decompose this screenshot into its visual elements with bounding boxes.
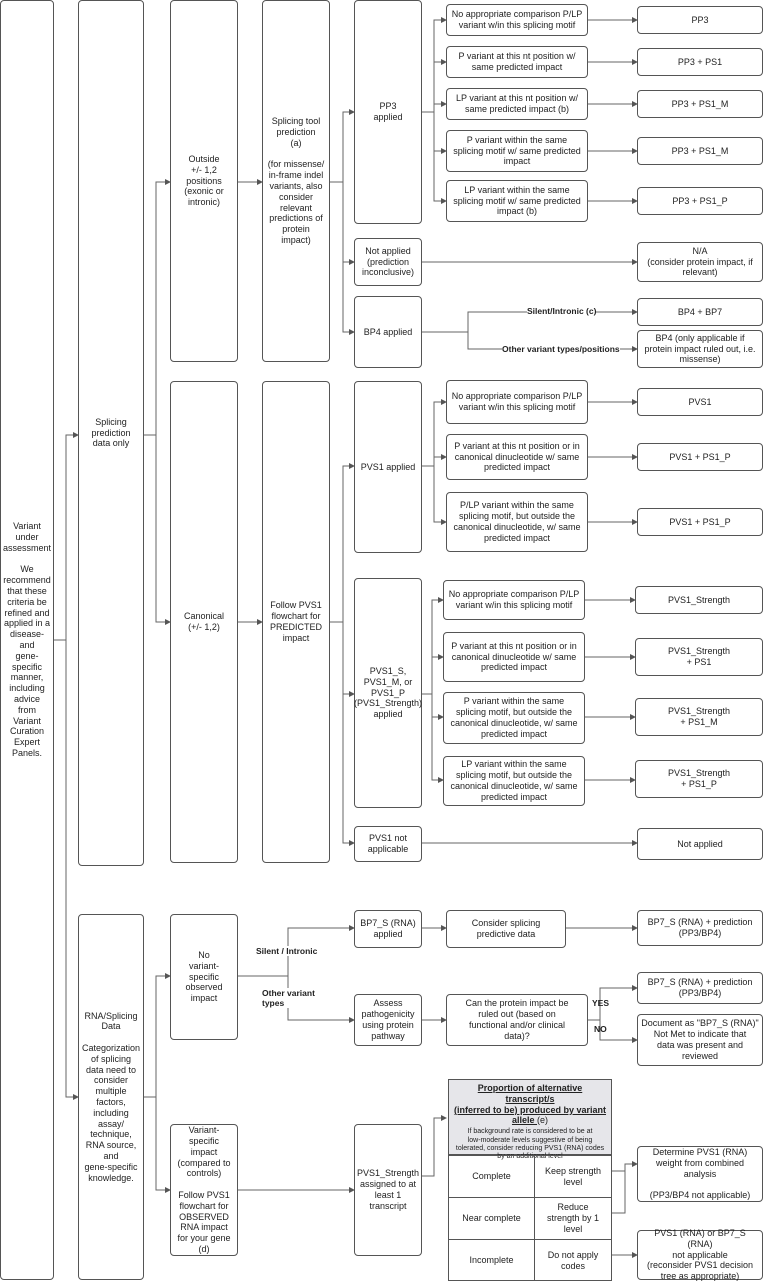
- condition-pp3-no-comparison: No appropriate comparison P/LP variant w…: [446, 4, 588, 36]
- table-cell-action: Do not apply codes: [547, 1249, 599, 1271]
- condition-pp3-p-variant-position: P variant at this nt position w/ same pr…: [446, 46, 588, 78]
- proportion-title-text: Proportion of alternative transcript/s (…: [453, 1083, 607, 1126]
- condition-pvs1-p-variant-position: P variant at this nt position or in cano…: [446, 434, 588, 480]
- condition-pp3-lp-variant-position: LP variant at this nt position w/ same p…: [446, 88, 588, 120]
- label-yes: YES: [592, 998, 610, 1008]
- variant-specific-box: Variant-specific impact (compared to con…: [170, 1124, 238, 1256]
- label-other-variant-types: Other variant types: [262, 988, 315, 1009]
- label-other-variant-types-positions: Other variant types/positions: [502, 344, 620, 355]
- outcome-pp3: PP3: [637, 6, 763, 34]
- table-row: Near complete Reduce strength by 1 level: [449, 1197, 611, 1239]
- outcome-bp7-prediction-yes: BP7_S (RNA) + prediction (PP3/BP4): [637, 972, 763, 1004]
- splicing-prediction-box: Splicing prediction data only: [78, 0, 144, 866]
- pvs1-assigned-box: PVS1_Strength assigned to at least 1 tra…: [354, 1124, 422, 1256]
- outcome-determine-pvs1-rna: Determine PVS1 (RNA) weight from combine…: [637, 1146, 763, 1202]
- pvs1-not-box: PVS1 not applicable: [354, 826, 422, 862]
- assess-pathogenicity-box: Assess pathogenicity using protein pathw…: [354, 994, 422, 1046]
- proportion-note: If background rate is considered to be a…: [455, 1128, 605, 1161]
- label-silent-intronic: Silent / Intronic: [256, 946, 318, 957]
- outcome-pvs1-strength-ps1: PVS1_Strength + PS1: [635, 638, 763, 676]
- outcome-pp3-ps1-p: PP3 + PS1_P: [637, 187, 763, 215]
- condition-strength-p-variant-motif: P variant within the same splicing motif…: [443, 692, 585, 744]
- outcome-pvs1-ps1-p: PVS1 + PS1_P: [637, 443, 763, 471]
- table-cell-level: Near complete: [449, 1198, 535, 1239]
- not-applied-box: Not applied (prediction inconclusive): [354, 238, 422, 286]
- bp4-applied-box: BP4 applied: [354, 296, 422, 368]
- outcome-pvs1: PVS1: [637, 388, 763, 416]
- bp7-rna-applied-box: BP7_S (RNA) applied: [354, 910, 422, 948]
- outcome-na: N/A (consider protein impact, if relevan…: [637, 242, 763, 282]
- follow-pvs1-box: Follow PVS1 flowchart for PREDICTED impa…: [262, 381, 330, 863]
- table-cell-action: Reduce strength by 1 level: [546, 1202, 600, 1234]
- canonical-positions-box: Canonical (+/- 1,2): [170, 381, 238, 863]
- outcome-pp3-ps1-m: PP3 + PS1_M: [637, 90, 763, 118]
- condition-pvs1-plp-variant-motif: P/LP variant within the same splicing mo…: [446, 492, 588, 552]
- outcome-bp4-bp7: BP4 + BP7: [637, 298, 763, 326]
- condition-strength-lp-variant-motif: LP variant within the same splicing moti…: [443, 756, 585, 806]
- outcome-bp7-prediction: BP7_S (RNA) + prediction (PP3/BP4): [637, 910, 763, 946]
- consider-splicing-box: Consider splicing predictive data: [446, 910, 566, 948]
- table-cell-action: Keep strength level: [544, 1165, 602, 1187]
- outcome-not-applied: Not applied: [637, 828, 763, 860]
- outcome-pvs1-strength: PVS1_Strength: [635, 586, 763, 614]
- pvs1-applied-box: PVS1 applied: [354, 381, 422, 553]
- protein-ruled-out-question: Can the protein impact be ruled out (bas…: [446, 994, 588, 1046]
- condition-strength-p-variant-position: P variant at this nt position or in cano…: [443, 632, 585, 682]
- outcome-pvs1-ps1-p-2: PVS1 + PS1_P: [637, 508, 763, 536]
- splicing-tool-box: Splicing tool prediction (a) (for missen…: [262, 0, 330, 362]
- condition-pvs1-no-comparison: No appropriate comparison P/LP variant w…: [446, 380, 588, 424]
- outcome-pvs1-strength-ps1-m: PVS1_Strength + PS1_M: [635, 698, 763, 736]
- table-cell-level: Incomplete: [449, 1240, 535, 1281]
- outcome-document-not-met: Document as "BP7_S (RNA)" Not Met to ind…: [637, 1014, 763, 1066]
- table-row: Complete Keep strength level: [449, 1155, 611, 1197]
- table-row: Incomplete Do not apply codes: [449, 1239, 611, 1281]
- proportion-title: Proportion of alternative transcript/s (…: [453, 1083, 607, 1126]
- outcome-pp3-ps1: PP3 + PS1: [637, 48, 763, 76]
- no-variant-specific-box: No variant-specific observed impact: [170, 914, 238, 1040]
- label-no: NO: [594, 1024, 607, 1034]
- condition-strength-no-comparison: No appropriate comparison P/LP variant w…: [443, 580, 585, 620]
- outcome-rna-not-applicable: PVS1 (RNA) or BP7_S (RNA) not applicable…: [637, 1228, 763, 1281]
- root-variant-box: Variant under assessment We recommend th…: [0, 0, 54, 1280]
- proportion-table: Proportion of alternative transcript/s (…: [448, 1079, 612, 1281]
- pp3-applied-box: PP3 applied: [354, 0, 422, 224]
- rna-splicing-box: RNA/Splicing Data Categorization of spli…: [78, 914, 144, 1280]
- outcome-pp3-ps1-m-2: PP3 + PS1_M: [637, 137, 763, 165]
- label-silent-intronic-c: Silent/Intronic (c): [527, 306, 597, 317]
- pvs1-strength-box: PVS1_S, PVS1_M, or PVS1_P (PVS1_Strength…: [354, 578, 422, 808]
- proportion-table-header: Proportion of alternative transcript/s (…: [449, 1080, 611, 1160]
- condition-pp3-lp-variant-motif: LP variant within the same splicing moti…: [446, 180, 588, 222]
- outside-positions-box: Outside +/- 1,2 positions (exonic or int…: [170, 0, 238, 362]
- proportion-title-mark: (e): [537, 1115, 549, 1126]
- table-cell-level: Complete: [449, 1156, 535, 1197]
- outcome-pvs1-strength-ps1-p: PVS1_Strength + PS1_P: [635, 760, 763, 798]
- condition-pp3-p-variant-motif: P variant within the same splicing motif…: [446, 130, 588, 172]
- outcome-bp4-only: BP4 (only applicable if protein impact r…: [637, 330, 763, 368]
